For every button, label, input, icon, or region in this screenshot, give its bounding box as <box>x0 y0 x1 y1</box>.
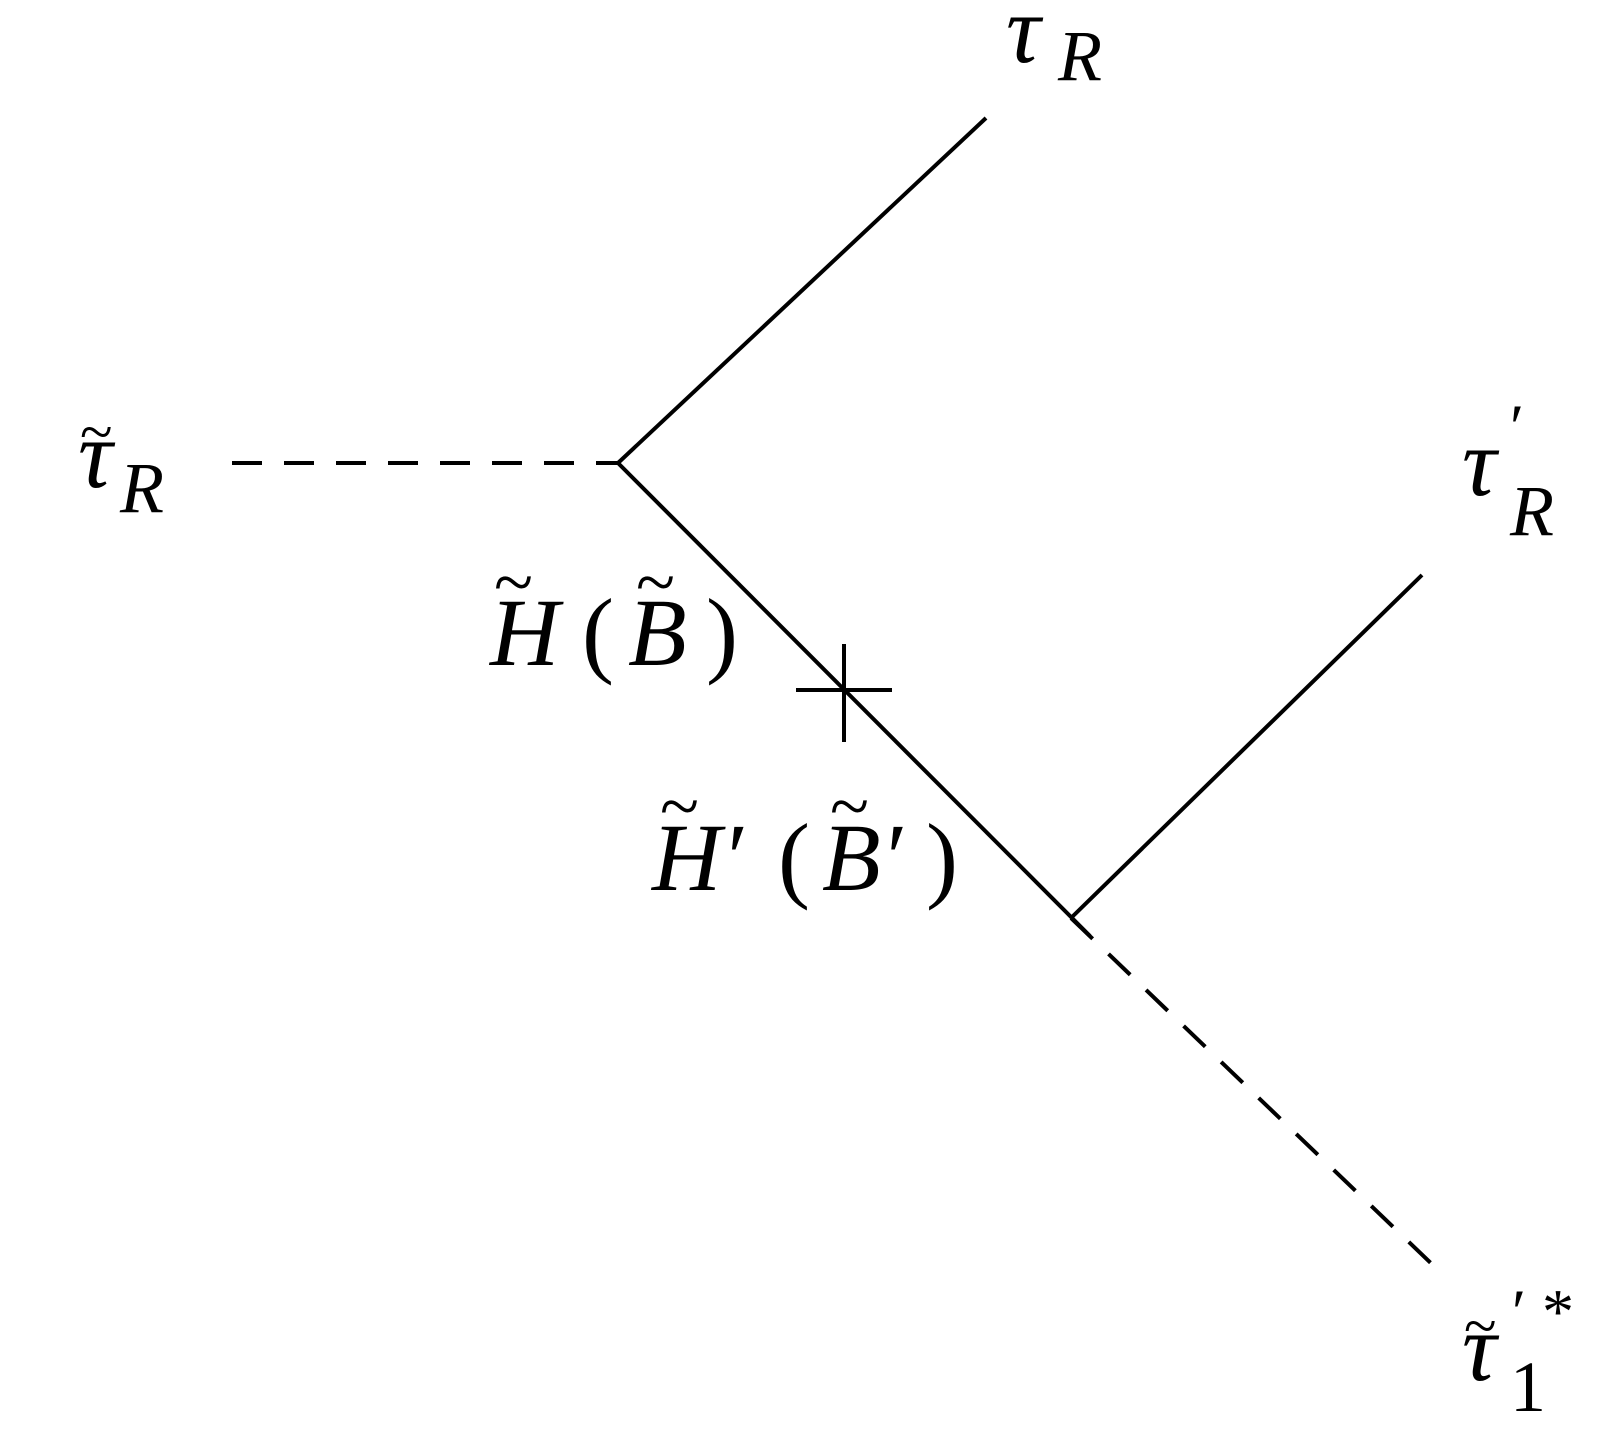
outgoing-stau-prime-sup: ′ * <box>1512 1276 1574 1347</box>
incoming-stau-sub: R <box>119 448 164 528</box>
propagator-upper-main: H <box>488 579 564 686</box>
propagator-upper-inner: B <box>628 579 687 686</box>
propagator-upper-inner-tilde: ~ <box>636 542 675 622</box>
outgoing-stau-prime-sub: 1 <box>1510 1347 1546 1427</box>
outgoing-stau-prime-tilde: ~ <box>1464 1293 1496 1359</box>
outgoing-tau-prime-label: τ ′ R <box>1462 391 1554 551</box>
outgoing-tau-prime-base: τ <box>1462 409 1500 516</box>
propagator-line <box>616 461 1092 938</box>
outgoing-stau-prime-label: τ ~ ′ * 1 <box>1462 1276 1574 1427</box>
propagator-lower-open: ( <box>778 804 810 911</box>
propagator-lower-main-tilde: ~ <box>660 766 699 846</box>
outgoing-tau-line <box>616 116 988 465</box>
propagator-upper-label: H ~ ( B ~ ) <box>488 542 738 686</box>
incoming-stau-base: τ <box>78 401 116 508</box>
propagator-lower-label: H′ ~ ( B′ ~ ) <box>650 766 958 911</box>
outgoing-tau-sub: R <box>1057 16 1102 96</box>
propagator-upper-close: ) <box>706 579 738 686</box>
propagator-lower-main: H′ <box>650 804 744 911</box>
propagator-lower-inner-tilde: ~ <box>830 766 869 846</box>
propagator-lower-close: ) <box>926 804 958 911</box>
mass-insertion-cross <box>796 644 892 742</box>
outgoing-tau-label: τ R <box>1006 0 1102 96</box>
outgoing-stau-prime-base: τ <box>1462 1294 1500 1401</box>
outgoing-tau-prime-sub: R <box>1509 471 1554 551</box>
propagator-upper-main-tilde: ~ <box>494 542 533 622</box>
outgoing-tau-base: τ <box>1006 0 1044 83</box>
outgoing-stau-prime-line <box>1069 916 1438 1270</box>
incoming-stau-label: τ ~ R <box>78 399 164 528</box>
propagator-upper-open: ( <box>582 579 614 686</box>
incoming-stau-tilde: ~ <box>80 399 112 465</box>
outgoing-tau-prime-sup: ′ <box>1510 391 1524 462</box>
outgoing-tau-prime-line <box>1069 573 1424 920</box>
propagator-lower-inner: B′ <box>822 804 904 911</box>
